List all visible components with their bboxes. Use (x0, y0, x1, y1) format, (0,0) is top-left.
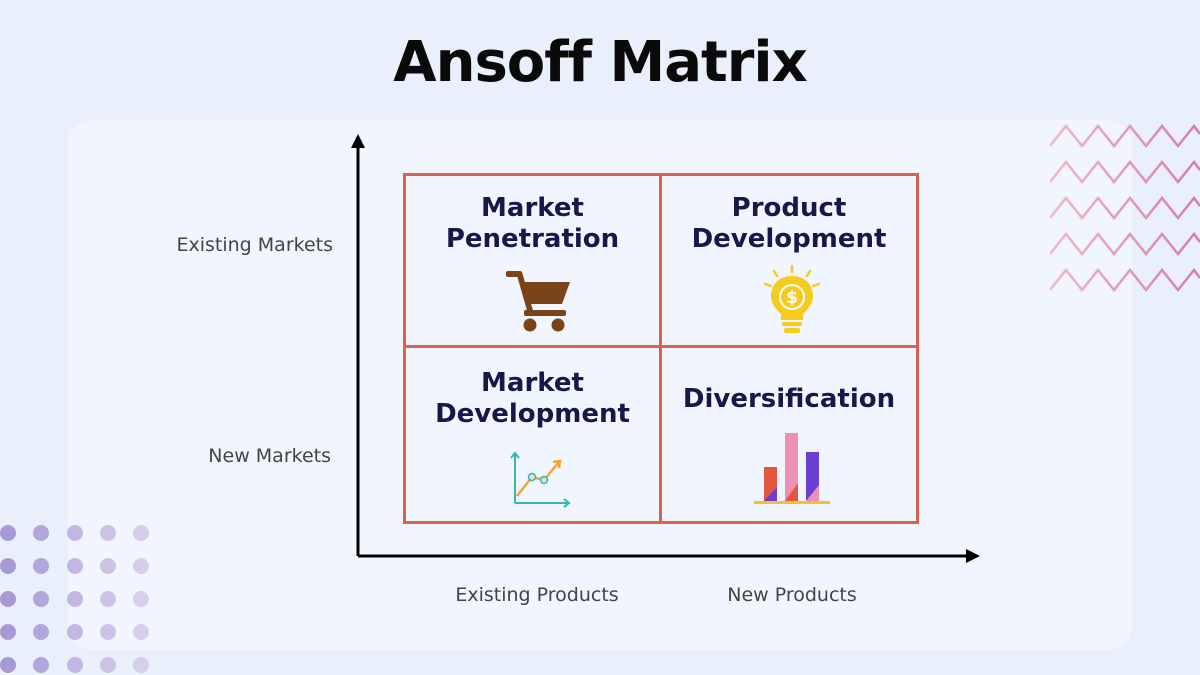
quadrant-title: Diversification (682, 384, 896, 414)
quadrant-title: Product Development (691, 193, 887, 254)
line-chart-icon (510, 451, 571, 508)
quadrant-title: Market Penetration (445, 193, 620, 254)
page-title: Ansoff Matrix (393, 30, 807, 95)
quadrant-title: Market Development (435, 368, 630, 429)
quadrant-product-development: Product Development $ (662, 176, 916, 348)
shopping-cart-icon (506, 271, 570, 332)
bar-chart-icon (754, 433, 830, 504)
x-axis-label-new-products: New Products (727, 584, 857, 606)
quadrant-market-penetration: Market Penetration (406, 176, 662, 348)
quadrant-diversification: Diversification (662, 348, 916, 521)
y-axis-label-new-markets: New Markets (208, 445, 331, 467)
zigzag-decoration (1050, 123, 1200, 293)
dots-decoration (0, 525, 149, 673)
lightbulb-dollar-icon: $ (763, 264, 821, 333)
quadrant-market-development: Market Development (406, 348, 662, 521)
y-axis-arrowhead (351, 134, 365, 148)
y-axis-label-existing-markets: Existing Markets (176, 234, 333, 256)
svg-text:$: $ (786, 288, 798, 308)
x-axis-label-existing-products: Existing Products (455, 584, 619, 606)
ansoff-matrix-grid: Market Penetration Product Development (403, 173, 919, 524)
x-axis-arrowhead (966, 549, 980, 563)
background-panel (68, 120, 1132, 650)
